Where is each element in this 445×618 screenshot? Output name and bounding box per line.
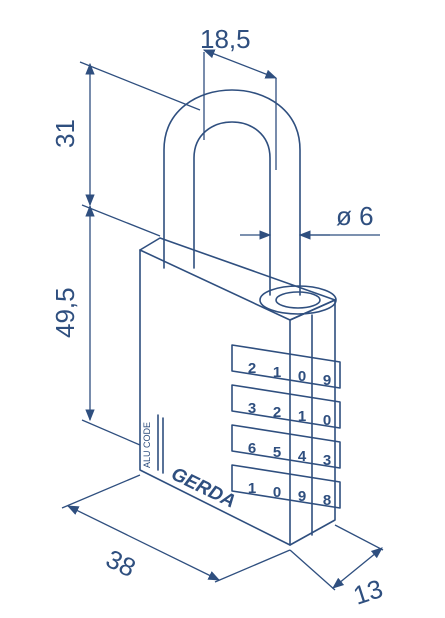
dial-digit: 2 [273, 404, 281, 421]
brand-logo: GERDA [168, 464, 239, 513]
dim-body-height-label: 49,5 [50, 287, 80, 338]
shackle [163, 89, 301, 296]
dim-shackle-width-label: 18,5 [200, 24, 251, 54]
dial-digit: 3 [323, 452, 331, 469]
dial-digit: 1 [273, 364, 281, 381]
dial-digit: 9 [323, 372, 331, 389]
dial-digit: 3 [248, 400, 256, 417]
combination-dials: 2 1 0 9 3 2 1 0 6 5 4 3 1 0 9 8 [231, 344, 341, 509]
material-label: ALU CODE [142, 422, 152, 468]
dial-row-1: 2 1 0 9 [231, 344, 341, 389]
dial-digit: 6 [248, 440, 256, 457]
dial-digit: 5 [273, 444, 281, 461]
dim-shackle-height-label: 31 [50, 119, 80, 148]
dial-row-3: 6 5 4 3 [231, 424, 341, 469]
dial-digit: 0 [298, 368, 306, 385]
dim-shackle-height: 31 [50, 61, 201, 237]
dim-shackle-width: 18,5 [200, 24, 278, 170]
dial-digit: 9 [298, 488, 306, 505]
lock-body [139, 237, 337, 546]
dial-digit: 0 [273, 484, 281, 501]
dial-digit: 1 [298, 408, 306, 425]
dim-body-depth-label: 13 [350, 573, 387, 610]
dial-digit: 0 [323, 412, 331, 429]
dial-digit: 4 [298, 448, 307, 465]
dial-digit: 2 [248, 360, 256, 377]
dial-row-4: 1 0 9 8 [231, 464, 341, 509]
dim-body-width-label: 38 [101, 543, 140, 583]
dial-digit: 8 [323, 492, 331, 509]
dim-body-height: 49,5 [50, 204, 141, 446]
dim-shackle-diameter-label: ø 6 [336, 201, 374, 231]
dial-digit: 1 [248, 480, 256, 497]
dim-shackle-diameter: ø 6 [240, 201, 380, 240]
dial-row-2: 3 2 1 0 [231, 384, 341, 429]
